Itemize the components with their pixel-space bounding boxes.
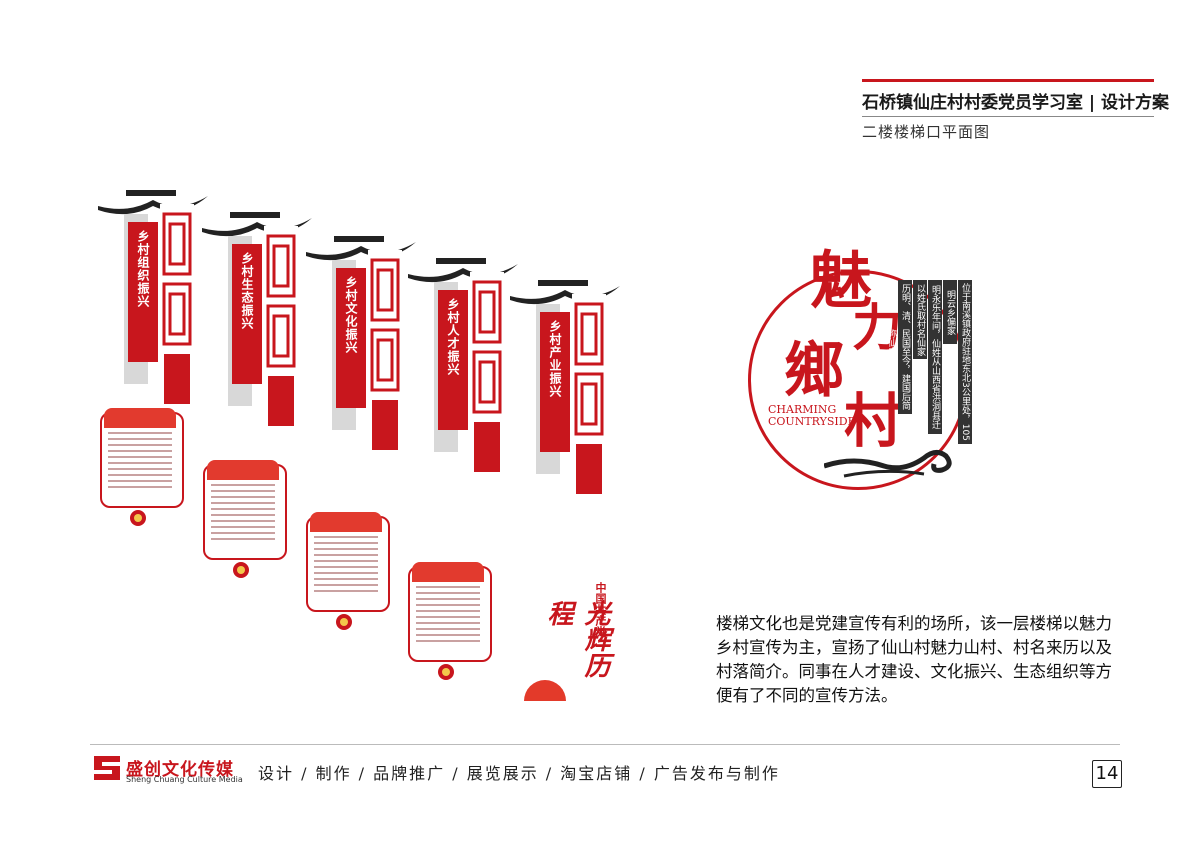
sun-icon	[524, 680, 566, 701]
banner-label: 乡村人才振兴	[446, 298, 460, 376]
emblem-char-2: 力	[852, 298, 902, 357]
fret-pattern-icon	[368, 250, 402, 450]
banner-industry: 乡村产业振兴	[510, 276, 620, 506]
stair-board-1	[100, 408, 184, 526]
stair-board-4	[408, 562, 492, 680]
emblem-en-line2: COUNTRYSIDE	[768, 415, 856, 428]
banner-organization: 乡村组织振兴	[98, 186, 208, 416]
glory-small-text: 中国共产党	[594, 582, 607, 637]
description-text: 楼梯文化也是党建宣传有利的场所，该一层楼梯以魅力乡村宣传为主，宣扬了仙山村魅力山…	[716, 614, 1112, 705]
banner-label: 乡村文化振兴	[344, 276, 358, 354]
charming-countryside-emblem: 魅 力 鄉 村 CHARMING COUNTRYSIDE 位于南溪镇政府驻地东北…	[740, 230, 975, 490]
banner-label: 乡村产业振兴	[548, 320, 562, 398]
fret-pattern-icon	[264, 226, 298, 426]
emblem-column: 位于南溪镇政府驻地东北3公里处，105国道东侧	[946, 280, 972, 444]
banner-label: 乡村组织振兴	[136, 230, 150, 308]
emblem-char-3: 鄉	[784, 336, 844, 406]
party-emblem-icon	[233, 562, 249, 578]
glorious-history-slogan: 中国共产党 光辉历程	[512, 582, 610, 701]
page-number: 14	[1092, 760, 1122, 788]
banner-label: 乡村生态振兴	[240, 252, 254, 330]
emblem-column: 以姓氏取村名仙家庄，	[901, 280, 927, 359]
emblem-column: 明永乐年间，仙姓从山西省洪洞县迁居此地，	[916, 280, 942, 434]
brand-logo-icon	[94, 756, 120, 780]
stair-board-2	[203, 460, 287, 578]
page-subtitle: 二楼楼梯口平面图	[862, 123, 991, 141]
banner-culture: 乡村文化振兴	[306, 232, 416, 462]
emblem-column: 明云乡偏家庄，遂称村。	[931, 280, 957, 344]
glory-big-text: 光辉历程	[543, 600, 610, 678]
emblem-english: CHARMING COUNTRYSIDE	[768, 404, 856, 428]
banner-talent: 乡村人才振兴	[408, 254, 518, 484]
emblem-char-1: 魅	[810, 244, 873, 317]
brand-name-cn: 盛创文化传媒	[126, 760, 234, 780]
brand-name-en: Sheng Chuang Culture Media	[126, 775, 243, 784]
cloud-icon	[824, 450, 952, 478]
page-title: 石桥镇仙庄村村委党员学习室 | 设计方案	[862, 93, 1170, 113]
services-list: 设计 / 制作 / 品牌推广 / 展览展示 / 淘宝店铺 / 广告发布与制作	[258, 764, 780, 783]
header-accent-rule	[862, 79, 1154, 82]
emblem-column: 历明、清、民国至今，建国后简称仙庄。	[886, 280, 912, 414]
party-emblem-icon	[336, 614, 352, 630]
party-emblem-icon	[130, 510, 146, 526]
footer-divider	[90, 744, 1120, 745]
party-emblem-icon	[438, 664, 454, 680]
fret-pattern-icon	[470, 272, 504, 472]
header-divider	[862, 116, 1154, 117]
stair-board-3	[306, 512, 390, 630]
emblem-en-line1: CHARMING	[768, 403, 837, 416]
emblem-char-4: 村	[844, 387, 903, 455]
banner-ecology: 乡村生态振兴	[202, 208, 312, 438]
fret-pattern-icon	[572, 294, 606, 494]
fret-pattern-icon	[160, 204, 194, 404]
